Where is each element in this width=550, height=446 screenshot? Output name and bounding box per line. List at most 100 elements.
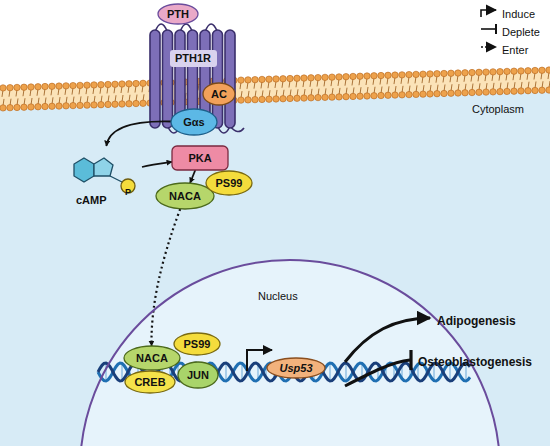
lipid-head	[84, 82, 90, 88]
lipid-head	[35, 84, 41, 90]
lipid-head	[497, 68, 503, 74]
factor-oval: CREB	[125, 371, 175, 393]
legend-deplete-sample	[481, 28, 495, 30]
lipid-head	[14, 84, 20, 90]
lipid-head	[14, 104, 20, 110]
phospho-oval: PS99	[174, 333, 220, 355]
lipid-head	[133, 80, 139, 86]
receptor-helices	[150, 24, 244, 133]
lipid-head	[427, 71, 433, 77]
outcome-label: Osteoblastogenesis	[418, 356, 532, 370]
lipid-head	[518, 88, 524, 94]
lipid-head	[448, 70, 454, 76]
lipid-head	[546, 67, 550, 73]
lipid-head	[77, 102, 83, 108]
oval-shape	[267, 358, 325, 378]
lipid-head	[280, 76, 286, 82]
lipid-head	[525, 68, 531, 74]
node-label: PTH	[167, 8, 189, 21]
lipid-head	[42, 103, 48, 109]
lipid-head	[259, 96, 265, 102]
phosphate-bond	[110, 176, 122, 182]
receptor-helix	[163, 30, 173, 128]
receptor-helix	[213, 30, 223, 128]
lipid-head	[364, 93, 370, 99]
lipid-head	[238, 97, 244, 103]
lipid-head	[56, 103, 62, 109]
legend-label: Deplete	[502, 26, 540, 38]
lipid-head	[56, 83, 62, 89]
deplete-bar	[409, 350, 412, 370]
lipid-head	[42, 83, 48, 89]
region-label-holder: Cytoplasm	[472, 99, 524, 117]
lipid-head	[483, 69, 489, 75]
outcome-label-holder: Adipogenesis	[437, 311, 516, 329]
lipid-head	[469, 69, 475, 75]
enzyme-oval: AC	[203, 83, 235, 105]
lipid-head	[294, 95, 300, 101]
lipid-head	[539, 67, 545, 73]
lipid-head	[364, 73, 370, 79]
lipid-head	[385, 72, 391, 78]
lipid-head	[126, 101, 132, 107]
lipid-head	[0, 105, 6, 111]
lipid-head	[294, 75, 300, 81]
lipid-head	[70, 82, 76, 88]
lipid-head	[287, 95, 293, 101]
lipid-head	[525, 88, 531, 94]
lipid-head	[259, 76, 265, 82]
lipid-head	[329, 94, 335, 100]
oval-shape	[156, 183, 214, 209]
induce-arrow	[345, 318, 430, 362]
membrane-band	[0, 68, 550, 110]
oval-shape	[203, 83, 235, 105]
rounded-box	[172, 146, 228, 170]
lipid-head	[273, 96, 279, 102]
lipid-head	[245, 77, 251, 83]
legend-item: Deplete	[502, 22, 540, 40]
lipid-head	[273, 76, 279, 82]
lipid-head	[84, 102, 90, 108]
phospho-oval: PS99	[206, 171, 252, 195]
lipid-head	[70, 102, 76, 108]
lipid-head	[462, 70, 468, 76]
lipid-head	[469, 89, 475, 95]
lipid-head	[315, 74, 321, 80]
lipid-head	[238, 77, 244, 83]
lipid-head	[336, 74, 342, 80]
lipid-head	[350, 73, 356, 79]
lipid-head	[7, 104, 13, 110]
lipid-head	[441, 90, 447, 96]
node-label: NACA	[169, 190, 201, 203]
oval-shape	[178, 362, 218, 388]
lipid-head	[420, 91, 426, 97]
lipid-head	[252, 76, 258, 82]
lipid-head	[329, 74, 335, 80]
lipid-head	[448, 90, 454, 96]
node-label: JUN	[187, 369, 209, 382]
lipid-head	[266, 76, 272, 82]
oval-shape	[158, 4, 198, 24]
gprotein-oval: Gαs	[171, 109, 217, 135]
node-label: cAMP	[76, 194, 107, 207]
lipid-head	[392, 92, 398, 98]
oval-shape	[80, 260, 500, 446]
oval-shape	[206, 171, 252, 195]
outcome-label: Adipogenesis	[437, 315, 516, 329]
lipid-head	[434, 90, 440, 96]
lipid-head	[287, 75, 293, 81]
ribose-ring	[94, 158, 113, 176]
lipid-head	[504, 88, 510, 94]
lipid-head	[322, 74, 328, 80]
lipid-head	[385, 92, 391, 98]
protein-oval: NACA	[124, 346, 180, 370]
lipid-head	[539, 87, 545, 93]
gene-oval: Usp53	[267, 358, 325, 378]
lipid-head	[77, 82, 83, 88]
lipid-head	[105, 101, 111, 107]
receptor-helix	[150, 30, 160, 128]
lipid-head	[0, 85, 6, 91]
oval-shape	[171, 109, 217, 135]
